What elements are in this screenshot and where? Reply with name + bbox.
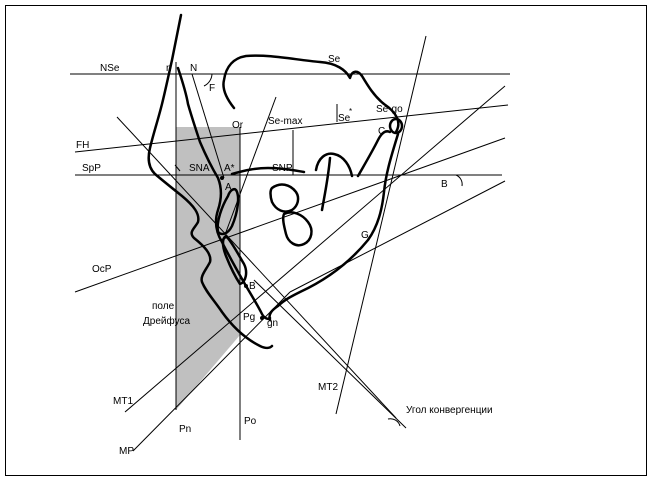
label-snp: SNP xyxy=(272,163,293,174)
mt2-line xyxy=(335,35,427,415)
point-a xyxy=(220,176,224,180)
label-b-angle: B xyxy=(441,179,448,190)
upper-molar xyxy=(269,183,300,213)
label-sna: SNA xyxy=(189,163,210,174)
label-a: A xyxy=(225,182,232,193)
label-b-point: B xyxy=(249,281,256,292)
upper-incisor xyxy=(216,188,240,236)
point-b xyxy=(244,284,248,288)
label-se-star-mark: * xyxy=(349,107,352,116)
posterior-nasal-contour xyxy=(314,152,354,178)
lower-molar xyxy=(281,211,313,247)
fh-line xyxy=(74,104,509,153)
frame xyxy=(5,5,647,476)
label-gn: gn xyxy=(267,318,278,329)
convergence-line-1 xyxy=(116,116,397,419)
label-se-max: Se-max xyxy=(268,116,302,127)
label-a-star: A* xyxy=(224,163,235,174)
ocp-line xyxy=(74,137,506,293)
label-se: Se xyxy=(328,54,341,65)
label-pn: Pn xyxy=(179,424,191,435)
label-nse: NSe xyxy=(100,63,120,74)
cranial-base-contour xyxy=(222,54,400,134)
label-c: C xyxy=(378,126,385,137)
b-angle-arc xyxy=(455,174,463,187)
label-g: G xyxy=(361,230,369,241)
reference-lines xyxy=(70,35,510,452)
label-n-bone: N xyxy=(190,63,197,74)
soft-tissue-profile xyxy=(147,13,274,350)
label-mp: MP xyxy=(119,446,134,457)
label-se-star: Se xyxy=(338,113,351,124)
sna-tick xyxy=(174,164,181,172)
label-n-soft: n xyxy=(166,63,172,74)
bony-profile xyxy=(176,66,272,321)
labels: NSe n N Se F Or Se-max Se * Se-go C FH S… xyxy=(76,54,493,457)
label-mt1: MT1 xyxy=(113,396,133,407)
label-or: Or xyxy=(232,120,244,131)
mp-line-upper xyxy=(289,180,506,293)
label-field-line1: поле xyxy=(152,301,175,312)
mandible-outline xyxy=(268,132,400,322)
label-se-go: Se-go xyxy=(376,104,403,115)
mt1-line xyxy=(124,85,506,413)
se-max-line xyxy=(225,96,277,233)
condyle xyxy=(388,117,404,135)
point-gn xyxy=(260,316,264,320)
convergence-angle-arc xyxy=(387,418,401,427)
label-fh: FH xyxy=(76,140,89,151)
palate-curve xyxy=(230,166,306,176)
label-po: Po xyxy=(244,416,257,427)
label-ocp: OcP xyxy=(92,264,112,275)
label-pg: Pg xyxy=(243,312,255,323)
label-field-line2: Дрейфуса xyxy=(143,315,190,327)
lower-incisor xyxy=(221,234,248,286)
label-f: F xyxy=(209,83,215,94)
label-mt2: MT2 xyxy=(318,382,338,393)
n-a-line xyxy=(191,73,225,179)
label-convergence: Угол конвергенции xyxy=(406,405,493,416)
ramus-front xyxy=(356,130,392,178)
label-spp: SpP xyxy=(82,163,101,174)
pharynx-line xyxy=(320,156,332,212)
f-angle-arc xyxy=(203,73,213,87)
